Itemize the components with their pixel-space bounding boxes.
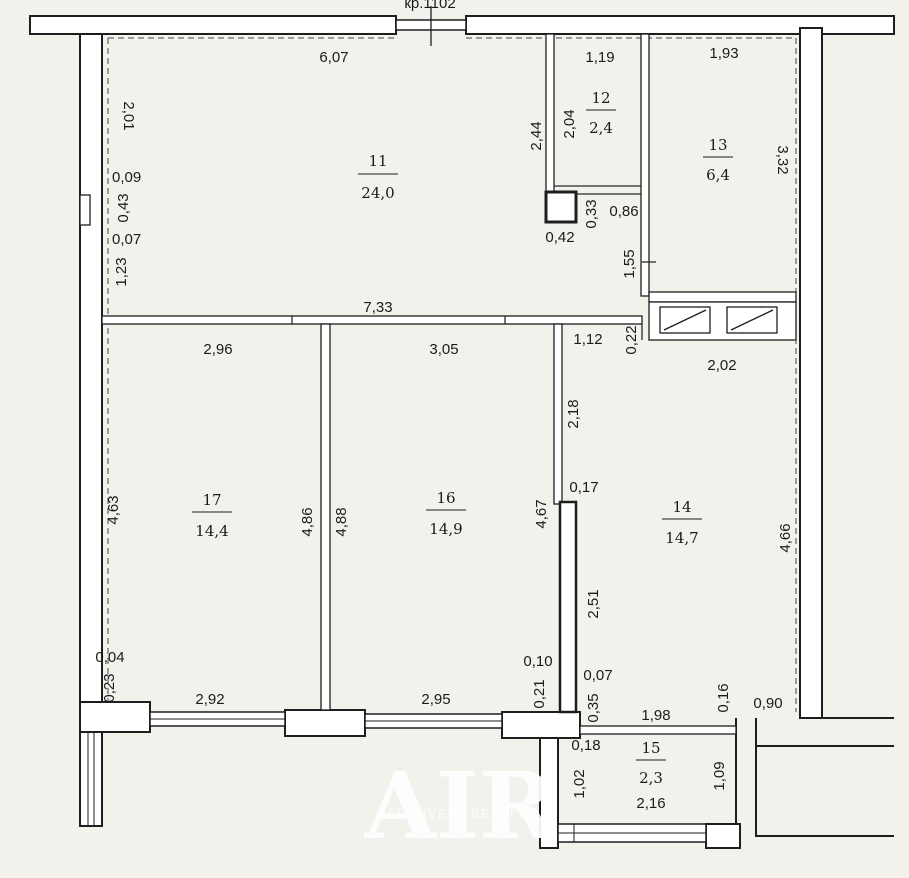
logo-text: AIR <box>364 752 556 860</box>
dim-296: 2,96 <box>203 341 232 358</box>
partition-horizontal <box>101 315 643 325</box>
dim-016: 0,16 <box>715 683 732 712</box>
dim-204: 2,04 <box>561 109 578 138</box>
room-13-number: 13 <box>708 136 727 154</box>
dim-010: 0,10 <box>523 653 552 670</box>
dim-607: 6,07 <box>319 49 348 66</box>
room-17-area: 14,4 <box>195 522 228 540</box>
dim-216: 2,16 <box>636 795 665 812</box>
room-11-area: 24,0 <box>361 184 394 202</box>
room-17-number: 17 <box>202 491 221 509</box>
dim-488: 4,88 <box>333 507 350 536</box>
dim-155: 1,55 <box>621 249 638 278</box>
dim-023: 0,23 <box>101 673 118 702</box>
room-16-number: 16 <box>436 489 455 507</box>
dim-022: 0,22 <box>623 325 640 354</box>
dim-733: 7,33 <box>363 299 392 316</box>
room-12-number: 12 <box>591 89 610 107</box>
dim-218: 2,18 <box>565 399 582 428</box>
dim-009: 0,09 <box>112 169 141 186</box>
dim-292: 2,92 <box>195 691 224 708</box>
dim-007b: 0,07 <box>583 667 612 684</box>
inner-lining <box>107 37 797 712</box>
outer-walls <box>29 6 895 849</box>
closet <box>648 301 797 341</box>
room-14-area: 14,7 <box>665 529 698 547</box>
dim-007a: 0,07 <box>112 231 141 248</box>
room-15-area: 2,3 <box>639 769 663 787</box>
room-15-number: 15 <box>641 739 660 757</box>
dim-123: 1,23 <box>113 257 130 286</box>
right-wall <box>799 27 823 719</box>
bottom-wall-right <box>501 711 581 739</box>
dim-033: 0,33 <box>583 199 600 228</box>
dim-332: 3,32 <box>774 145 791 174</box>
dim-018: 0,18 <box>571 737 600 754</box>
room-11-number: 11 <box>368 152 387 170</box>
dim-467: 4,67 <box>533 499 550 528</box>
room-labels: 11 24,0 12 2,4 13 6,4 14 14,7 15 2,3 16 … <box>192 89 733 787</box>
partition-16-14 <box>558 500 578 714</box>
dim-090: 0,90 <box>753 695 782 712</box>
loggia-left-wall <box>539 737 559 849</box>
dim-004: 0,04 <box>95 649 124 666</box>
dim-043: 0,43 <box>115 193 132 222</box>
bottom-wall-mid <box>284 709 366 737</box>
logo-subtitle: ALL INVEST REALTY <box>377 807 526 821</box>
dim-017: 0,17 <box>569 479 598 496</box>
dim-244: 2,44 <box>528 121 545 150</box>
dim-042: 0,42 <box>545 229 574 246</box>
dim-295: 2,95 <box>421 691 450 708</box>
partitions <box>79 33 797 735</box>
dim-463: 4,63 <box>105 495 122 524</box>
dim-021: 0,21 <box>531 679 548 708</box>
air-logo: AIR ALL INVEST REALTY <box>364 752 556 860</box>
bottom-wall-left <box>79 701 151 733</box>
dim-112: 1,12 <box>573 331 602 348</box>
partition-17-16 <box>320 323 331 711</box>
top-wall-left <box>29 15 397 35</box>
partition-14-15 <box>579 725 737 735</box>
vent-shaft <box>544 190 578 224</box>
dim-202: 2,02 <box>707 357 736 374</box>
dim-198: 1,98 <box>641 707 670 724</box>
room-16-area: 14,9 <box>429 520 462 538</box>
dim-193: 1,93 <box>709 45 738 62</box>
dim-251: 2,51 <box>585 589 602 618</box>
dim-035: 0,35 <box>585 693 602 722</box>
dim-201: 2,01 <box>120 101 137 130</box>
dim-466: 4,66 <box>777 523 794 552</box>
dim-102: 1,02 <box>571 769 588 798</box>
dim-305: 3,05 <box>429 341 458 358</box>
top-wall-right <box>465 15 895 35</box>
dim-119: 1,19 <box>585 49 614 66</box>
left-wall <box>79 33 103 715</box>
header-label: кр.1102 <box>404 0 455 12</box>
dim-486: 4,86 <box>299 507 316 536</box>
room-13-area: 6,4 <box>706 166 730 184</box>
dimensions: кр.1102 6,07 1,19 1,93 2,01 2,44 2,04 3,… <box>95 0 794 812</box>
loggia-corner <box>705 823 741 849</box>
room-12-area: 2,4 <box>589 119 613 137</box>
dim-109: 1,09 <box>711 761 728 790</box>
room-14-number: 14 <box>672 498 691 516</box>
dim-086: 0,86 <box>609 203 638 220</box>
